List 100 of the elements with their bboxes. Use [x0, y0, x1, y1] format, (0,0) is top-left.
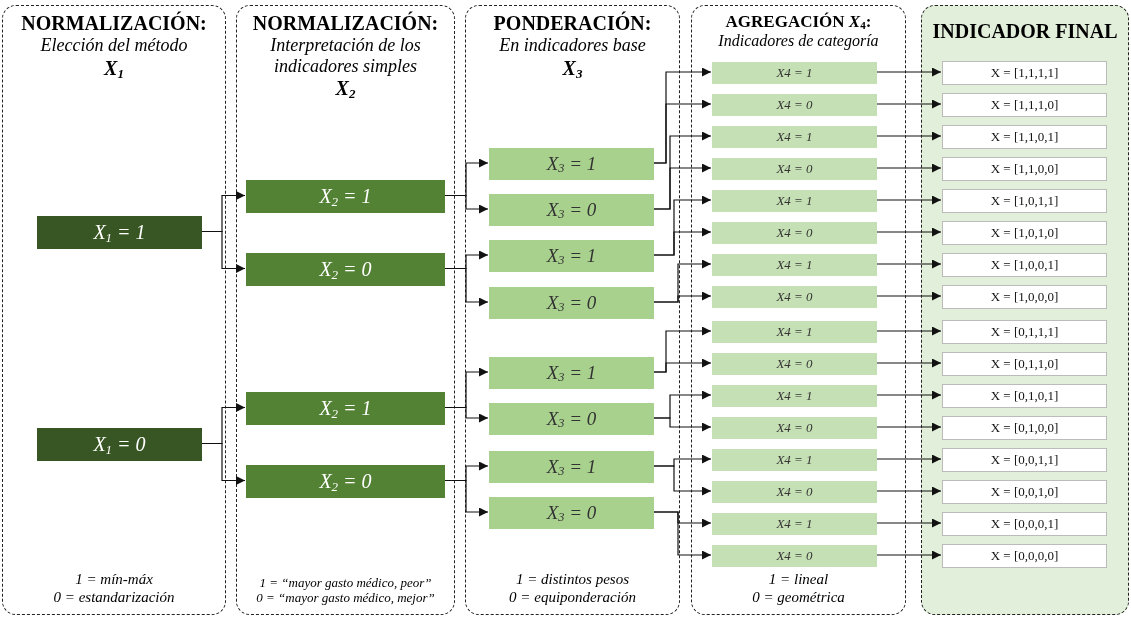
option-label: X4 = 0 — [776, 97, 813, 113]
result-box — [942, 253, 1107, 277]
option-label: X = [1,0,1,0] — [990, 225, 1059, 241]
result-box — [942, 480, 1107, 504]
result-box — [942, 320, 1107, 344]
result-box — [942, 189, 1107, 213]
legend-note: 1 = mín-máx — [75, 570, 153, 588]
option-box — [712, 62, 877, 84]
option-box — [489, 497, 654, 529]
connector-arrow — [652, 163, 712, 210]
option-label: X4 = 1 — [776, 65, 813, 81]
connector-arrow — [875, 67, 942, 77]
option-label: X4 = 0 — [776, 548, 813, 564]
column-heading: AGREGACIÓN X$_{4}$: — [725, 12, 872, 32]
option-label: X$_{2}$ = 1 — [319, 397, 372, 420]
option-box — [489, 287, 654, 319]
option-label: X$_{3}$ = 0 — [546, 292, 597, 314]
connector-arrow — [652, 227, 712, 256]
option-box — [489, 357, 654, 389]
option-label: X = [0,0,1,1] — [990, 452, 1059, 468]
connector-arrow — [875, 99, 942, 109]
result-box — [942, 221, 1107, 245]
variable-symbol: X$_{3}$ — [562, 55, 583, 80]
column-subtitle: Indicadores de categoría — [717, 31, 880, 50]
connector-arrow — [875, 326, 942, 336]
option-box — [712, 321, 877, 343]
legend-note: 1 = distintos pesos — [515, 570, 630, 588]
result-box — [942, 384, 1107, 408]
option-label: X4 = 0 — [776, 484, 813, 500]
option-box — [489, 240, 654, 272]
option-label: X = [1,0,0,0] — [990, 289, 1059, 305]
connector-arrow — [875, 486, 942, 496]
option-box — [712, 417, 877, 439]
option-box — [712, 222, 877, 244]
result-box — [942, 93, 1107, 117]
column-subtitle: Interpretación de los indicadores simples — [269, 35, 422, 77]
option-label: X$_{3}$ = 0 — [546, 408, 597, 430]
option-box — [489, 194, 654, 226]
option-label: X4 = 1 — [776, 452, 813, 468]
option-box — [712, 190, 877, 212]
column-heading: PONDERACIÓN: — [493, 12, 652, 35]
option-box — [712, 513, 877, 535]
connector-arrow — [875, 422, 942, 432]
option-label: X$_{3}$ = 0 — [546, 502, 597, 524]
option-box — [712, 94, 877, 116]
option-box — [712, 126, 877, 148]
connector-arrow — [652, 358, 712, 373]
option-box — [246, 465, 445, 498]
result-box — [942, 448, 1107, 472]
option-label: X$_{3}$ = 1 — [546, 456, 597, 478]
option-label: X4 = 1 — [776, 257, 813, 273]
legend-note: 0 = geométrica — [752, 588, 845, 606]
column-panel — [236, 5, 455, 615]
option-label: X = [1,1,1,0] — [990, 97, 1059, 113]
option-box — [246, 392, 445, 425]
option-label: X = [0,0,0,1] — [990, 516, 1059, 532]
option-box — [37, 216, 202, 249]
column-panel — [691, 5, 906, 615]
connector-arrow — [875, 291, 942, 301]
option-box — [712, 449, 877, 471]
option-label: X$_{3}$ = 1 — [546, 362, 597, 384]
option-label: X4 = 1 — [776, 516, 813, 532]
option-label: X = [0,1,0,1] — [990, 388, 1059, 404]
option-label: X$_{3}$ = 1 — [546, 245, 597, 267]
option-label: X = [0,1,1,1] — [990, 324, 1059, 340]
connector-arrow — [875, 195, 942, 205]
connector-arrow — [875, 131, 942, 141]
option-box — [246, 180, 445, 213]
result-box — [942, 157, 1107, 181]
variable-symbol: X$_{2}$ — [335, 76, 356, 101]
legend-note: 1 = “mayor gasto médico, peor” — [259, 574, 432, 591]
column-heading: INDICADOR FINAL — [932, 20, 1118, 43]
option-box — [712, 545, 877, 567]
connector-arrow — [875, 227, 942, 237]
option-box — [712, 353, 877, 375]
connector-arrow — [875, 259, 942, 269]
option-label: X$_{2}$ = 0 — [319, 258, 372, 281]
option-label: X = [1,0,1,1] — [990, 193, 1059, 209]
option-box — [712, 481, 877, 503]
option-label: X$_{2}$ = 0 — [319, 470, 372, 493]
connector-arrow — [652, 99, 712, 164]
option-label: X = [1,0,0,1] — [990, 257, 1059, 273]
option-label: X4 = 1 — [776, 324, 813, 340]
legend-note: 1 = lineal — [768, 570, 829, 588]
option-box — [712, 286, 877, 308]
column-heading: NORMALIZACIÓN: — [252, 12, 439, 35]
result-box — [942, 352, 1107, 376]
option-box — [489, 451, 654, 483]
option-label: X4 = 0 — [776, 356, 813, 372]
option-label: X = [0,0,1,0] — [990, 484, 1059, 500]
connector-arrow — [875, 390, 942, 400]
option-box — [712, 254, 877, 276]
option-label: X4 = 0 — [776, 289, 813, 305]
result-box — [942, 61, 1107, 85]
option-label: X = [0,1,0,0] — [990, 420, 1059, 436]
column-heading: NORMALIZACIÓN: — [21, 12, 207, 35]
option-label: X = [1,1,0,0] — [990, 161, 1059, 177]
column-subtitle: Elección del método — [39, 35, 189, 56]
option-box — [246, 253, 445, 286]
option-box — [712, 158, 877, 180]
